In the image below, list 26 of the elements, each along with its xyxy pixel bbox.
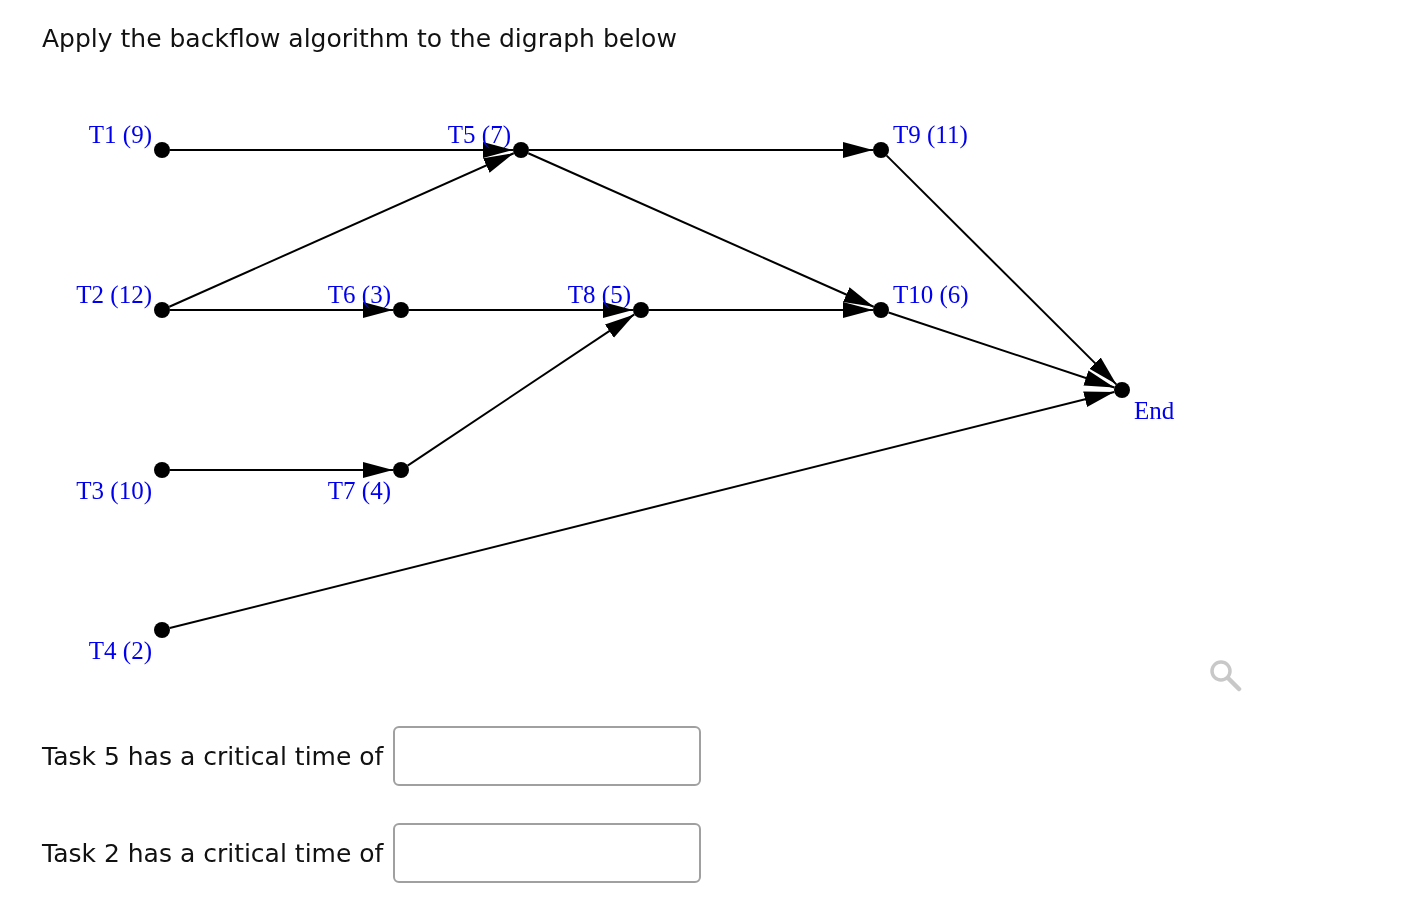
vertex-label: T4 (2) (88, 638, 152, 664)
vertex-label: End (1134, 398, 1175, 424)
vertex-label: T1 (9) (88, 122, 152, 148)
question-text: Task 5 has a critical time of (42, 741, 384, 771)
arrow (408, 302, 634, 318)
vertex-label: T10 (6) (893, 282, 969, 308)
arrow (887, 311, 1116, 389)
arrow (406, 313, 636, 467)
arrow (169, 462, 394, 478)
vertex-label: T2 (12) (76, 282, 152, 308)
vertex-label: T3 (10) (76, 478, 152, 504)
arrow (528, 142, 874, 158)
arrow (527, 152, 875, 308)
vertex-label: T6 (3) (327, 282, 391, 308)
arrow (169, 302, 394, 318)
arrow (168, 390, 1116, 630)
arrow (168, 152, 515, 308)
question-text: Task 2 has a critical time of (42, 838, 384, 868)
arrow (648, 302, 874, 318)
vertex-label: T8 (5) (567, 282, 631, 308)
arrow (169, 142, 514, 158)
vertex-label: T9 (11) (893, 122, 968, 148)
question-title: Apply the backflow algorithm to the digraph below (42, 24, 677, 53)
arrow (885, 154, 1118, 386)
vertex-label: T5 (7) (447, 122, 511, 148)
vertex-label: T7 (4) (327, 478, 391, 504)
